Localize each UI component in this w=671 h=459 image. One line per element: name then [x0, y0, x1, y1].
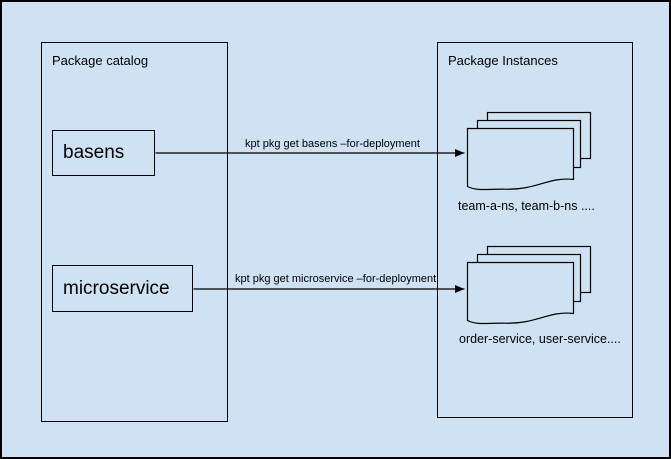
stack-caption-team-namespaces: team-a-ns, team-b-ns ....	[458, 199, 595, 213]
stack-caption-services: order-service, user-service....	[459, 332, 621, 346]
package-instances-box: Package Instances	[437, 42, 633, 418]
package-instances-title: Package Instances	[448, 53, 558, 68]
package-catalog-title: Package catalog	[52, 53, 149, 68]
package-box-basens: basens	[52, 130, 155, 176]
arrow-label-microservice: kpt pkg get microservice –for-deployment	[235, 273, 437, 285]
package-catalog-box: Package catalog	[41, 42, 228, 422]
package-box-microservice: microservice	[52, 265, 193, 312]
package-box-basens-label: basens	[63, 142, 125, 163]
arrow-label-basens: kpt pkg get basens –for-deployment	[245, 138, 420, 150]
package-box-microservice-label: microservice	[63, 277, 170, 299]
